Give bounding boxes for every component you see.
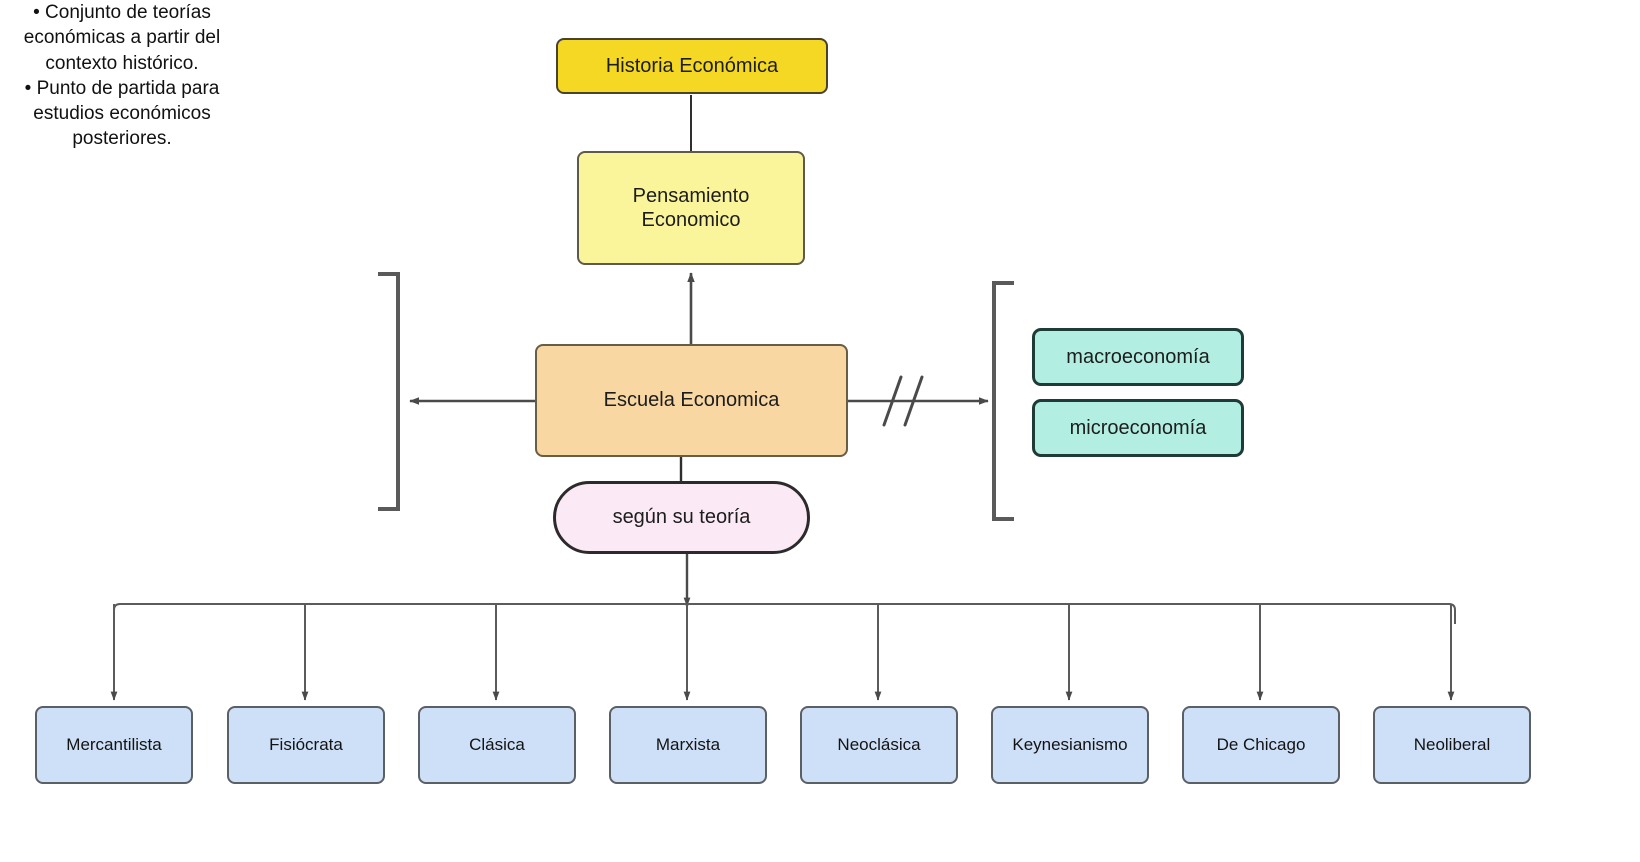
node-microeconomia[interactable]: microeconomía [1032,399,1244,457]
node-macroeconomia-label: macroeconomía [1066,345,1210,368]
right-bracket [992,281,1014,521]
node-school-de-chicago[interactable]: De Chicago [1182,706,1340,784]
node-school-marxista-label: Marxista [655,734,721,754]
left-note-line-5: estudios económicos [33,103,211,125]
node-historia-economica-label: Historia Económica [605,54,779,77]
left-note-line-2: económicas a partir del [23,27,221,49]
node-school-neoclasica-label: Neoclásica [837,734,921,754]
left-note-text: • Conjunto de teorías económicas a parti… [0,0,244,152]
node-school-neoliberal-label: Neoliberal [1413,734,1491,754]
node-school-clasica[interactable]: Clásica [418,706,576,784]
node-school-fisiocrata-label: Fisiócrata [269,734,343,754]
node-escuela-economica[interactable]: Escuela Economica [535,344,848,457]
node-pensamiento-line-1: Pensamiento [632,184,750,207]
left-note-line-1: • Conjunto de teorías [33,2,211,23]
node-school-marxista[interactable]: Marxista [609,706,767,784]
left-bracket [378,272,400,511]
node-segun-su-teoria[interactable]: según su teoría [553,481,810,554]
node-school-fisiocrata[interactable]: Fisiócrata [227,706,385,784]
node-segun-su-teoria-label: según su teoría [612,506,751,529]
node-microeconomia-label: microeconomía [1069,416,1207,439]
node-pensamiento-economico[interactable]: Pensamiento Economico [577,151,805,265]
break-slash-icon [882,375,924,427]
node-pensamiento-line-2: Economico [641,209,741,231]
node-pensamiento-economico-label: Pensamiento Economico [579,184,803,233]
node-historia-economica[interactable]: Historia Económica [556,38,828,94]
node-school-mercantilista-label: Mercantilista [66,734,162,754]
node-school-neoclasica[interactable]: Neoclásica [800,706,958,784]
node-school-clasica-label: Clásica [469,734,525,754]
node-escuela-economica-label: Escuela Economica [603,389,780,412]
node-macroeconomia[interactable]: macroeconomía [1032,328,1244,386]
node-school-de-chicago-label: De Chicago [1216,734,1306,754]
school-bus-line [113,603,1456,624]
left-note-line-4: • Punto de partida para [24,77,220,99]
node-school-keynesianismo[interactable]: Keynesianismo [991,706,1149,784]
left-note-line-6: posteriores. [72,128,172,150]
node-school-keynesianismo-label: Keynesianismo [1012,734,1128,754]
left-note-line-3: contexto histórico. [45,52,199,74]
node-school-mercantilista[interactable]: Mercantilista [35,706,193,784]
node-school-neoliberal[interactable]: Neoliberal [1373,706,1531,784]
